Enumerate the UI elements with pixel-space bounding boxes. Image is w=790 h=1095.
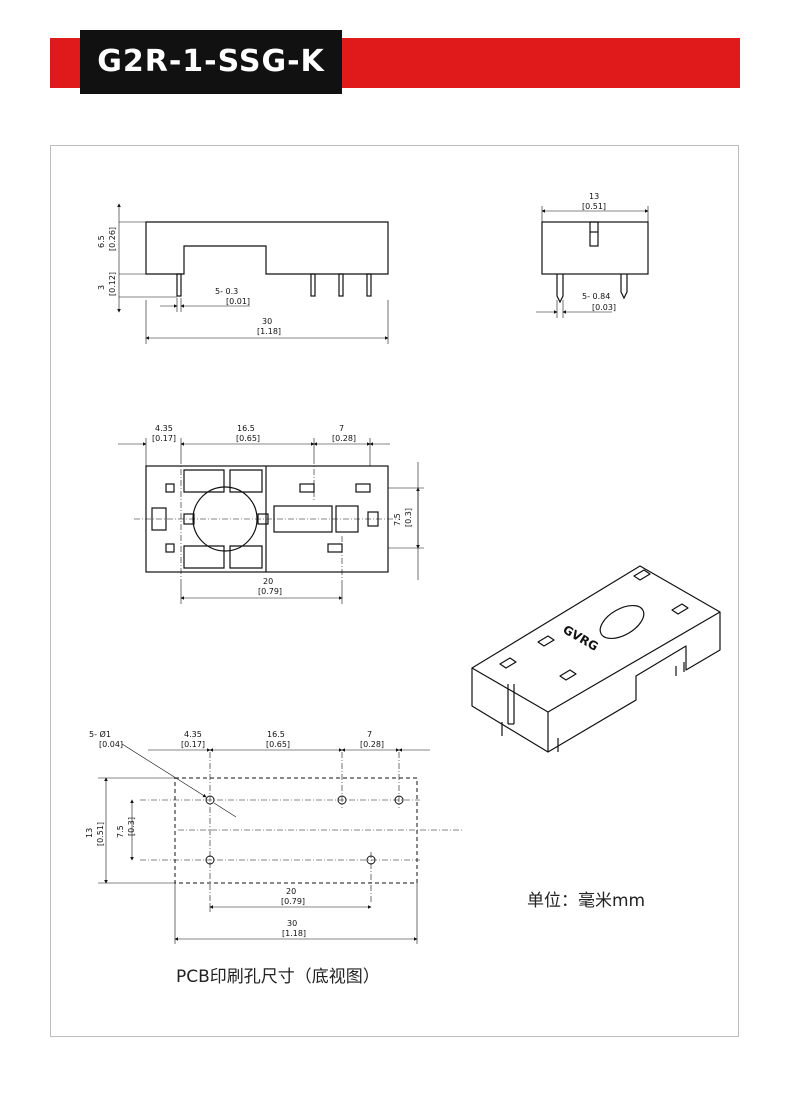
top-d1-in: [0.17]: [152, 434, 176, 443]
end-width: 13: [589, 192, 599, 201]
pcb-height2: 7.5: [116, 825, 125, 838]
top-view: [118, 438, 424, 604]
top-d2: 16.5: [237, 424, 255, 433]
isometric-logo: GVRG: [561, 622, 601, 653]
drawing-frame: [50, 145, 739, 1037]
pcb-d1-in: [0.17]: [181, 740, 205, 749]
isometric-view: [471, 565, 721, 753]
pcb-w2: 30: [287, 919, 297, 928]
unit-caption: 单位：毫米mm: [527, 891, 646, 911]
pcb-hole-in: [0.04]: [99, 740, 123, 749]
pcb-d2-in: [0.65]: [266, 740, 290, 749]
pcb-d1: 4.35: [184, 730, 202, 739]
product-title: G2R-1-SSG-K: [80, 30, 342, 94]
top-d1: 4.35: [155, 424, 173, 433]
side-pin-length: 3: [97, 285, 106, 290]
pcb-hole: 5- Ø1: [89, 729, 111, 739]
top-d4-in: [0.3]: [404, 508, 413, 527]
top-d5: 20: [263, 577, 273, 586]
top-d5-in: [0.79]: [258, 587, 282, 596]
side-length: 30: [262, 317, 272, 326]
top-d2-in: [0.65]: [236, 434, 260, 443]
pcb-height-in: [0.51]: [96, 822, 105, 846]
side-pin-width: 5- 0.3: [215, 287, 238, 296]
top-d4: 7.5: [393, 513, 402, 526]
end-view: [536, 206, 649, 318]
side-pin-length-in: [0.12]: [108, 272, 117, 296]
end-pin-in: [0.03]: [592, 303, 616, 312]
end-width-in: [0.51]: [582, 202, 606, 211]
side-height-top: 6.5: [97, 235, 106, 248]
pcb-height2-in: [0.3]: [127, 817, 136, 836]
side-pin-width-in: [0.01]: [226, 297, 250, 306]
pcb-w1-in: [0.79]: [281, 897, 305, 906]
side-view: [117, 203, 389, 344]
top-d3-in: [0.28]: [332, 434, 356, 443]
top-d3: 7: [339, 424, 344, 433]
end-pin: 5- 0.84: [582, 292, 610, 301]
pcb-caption: PCB印刷孔尺寸（底视图）: [176, 967, 380, 987]
pcb-d2: 16.5: [267, 730, 285, 739]
pcb-d3: 7: [367, 730, 372, 739]
pcb-height: 13: [85, 828, 94, 838]
pcb-d3-in: [0.28]: [360, 740, 384, 749]
side-length-in: [1.18]: [257, 327, 281, 336]
pcb-w2-in: [1.18]: [282, 929, 306, 938]
side-height-top-in: [0.26]: [108, 227, 117, 251]
pcb-bottom-view: [98, 743, 464, 944]
pcb-w1: 20: [286, 887, 296, 896]
